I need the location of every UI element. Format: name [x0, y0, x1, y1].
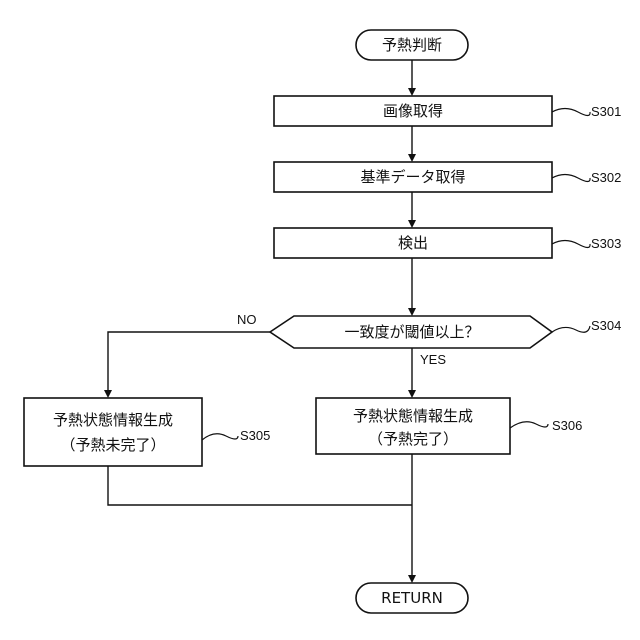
- start-label: 予熱判断: [382, 36, 442, 54]
- step-leader-s301: [552, 109, 590, 116]
- process-label-s302: 基準データ取得: [360, 168, 465, 186]
- connector-s304-s305: [104, 332, 270, 398]
- process-box-s302: 基準データ取得: [274, 162, 552, 192]
- process-label-s306-line2: （予熱完了）: [368, 430, 458, 448]
- process-label-s303: 検出: [398, 234, 428, 252]
- return-terminator: RETURN: [356, 583, 468, 613]
- step-leader-s303: [552, 241, 590, 248]
- process-box-s306: 予熱状態情報生成 （予熱完了）: [316, 398, 510, 454]
- connector-s303-s304: [408, 258, 416, 316]
- process-box-s303: 検出: [274, 228, 552, 258]
- connector-start-s301: [408, 60, 416, 96]
- step-label-s302: S302: [591, 170, 621, 185]
- connector-s302-s303: [408, 192, 416, 228]
- branch-label-yes: YES: [420, 352, 446, 367]
- decision-s304: 一致度が閾値以上？: [270, 316, 552, 348]
- branch-label-no: NO: [237, 312, 257, 327]
- return-label: RETURN: [381, 589, 443, 607]
- step-label-s304: S304: [591, 318, 621, 333]
- step-label-s301: S301: [591, 104, 621, 119]
- start-terminator: 予熱判断: [356, 30, 468, 60]
- connector-s304-s306: [408, 348, 416, 398]
- process-label-s305-line1: 予熱状態情報生成: [53, 411, 173, 429]
- process-box-s301: 画像取得: [274, 96, 552, 126]
- step-leader-s304: [552, 326, 590, 332]
- process-label-s306-line1: 予熱状態情報生成: [353, 407, 473, 425]
- decision-label-s304: 一致度が閾値以上？: [344, 323, 479, 341]
- process-label-s301: 画像取得: [383, 102, 443, 120]
- process-label-s305-line2: （予熱未完了）: [60, 436, 165, 454]
- step-label-s305: S305: [240, 428, 270, 443]
- step-leader-s302: [552, 175, 590, 182]
- connector-s305-merge: [108, 466, 412, 505]
- step-label-s306: S306: [552, 418, 582, 433]
- step-label-s303: S303: [591, 236, 621, 251]
- connector-s301-s302: [408, 126, 416, 162]
- connector-s306-return: [408, 454, 416, 583]
- process-box-s305: 予熱状態情報生成 （予熱未完了）: [24, 398, 202, 466]
- step-leader-s305: [202, 434, 238, 440]
- step-leader-s306: [510, 422, 548, 428]
